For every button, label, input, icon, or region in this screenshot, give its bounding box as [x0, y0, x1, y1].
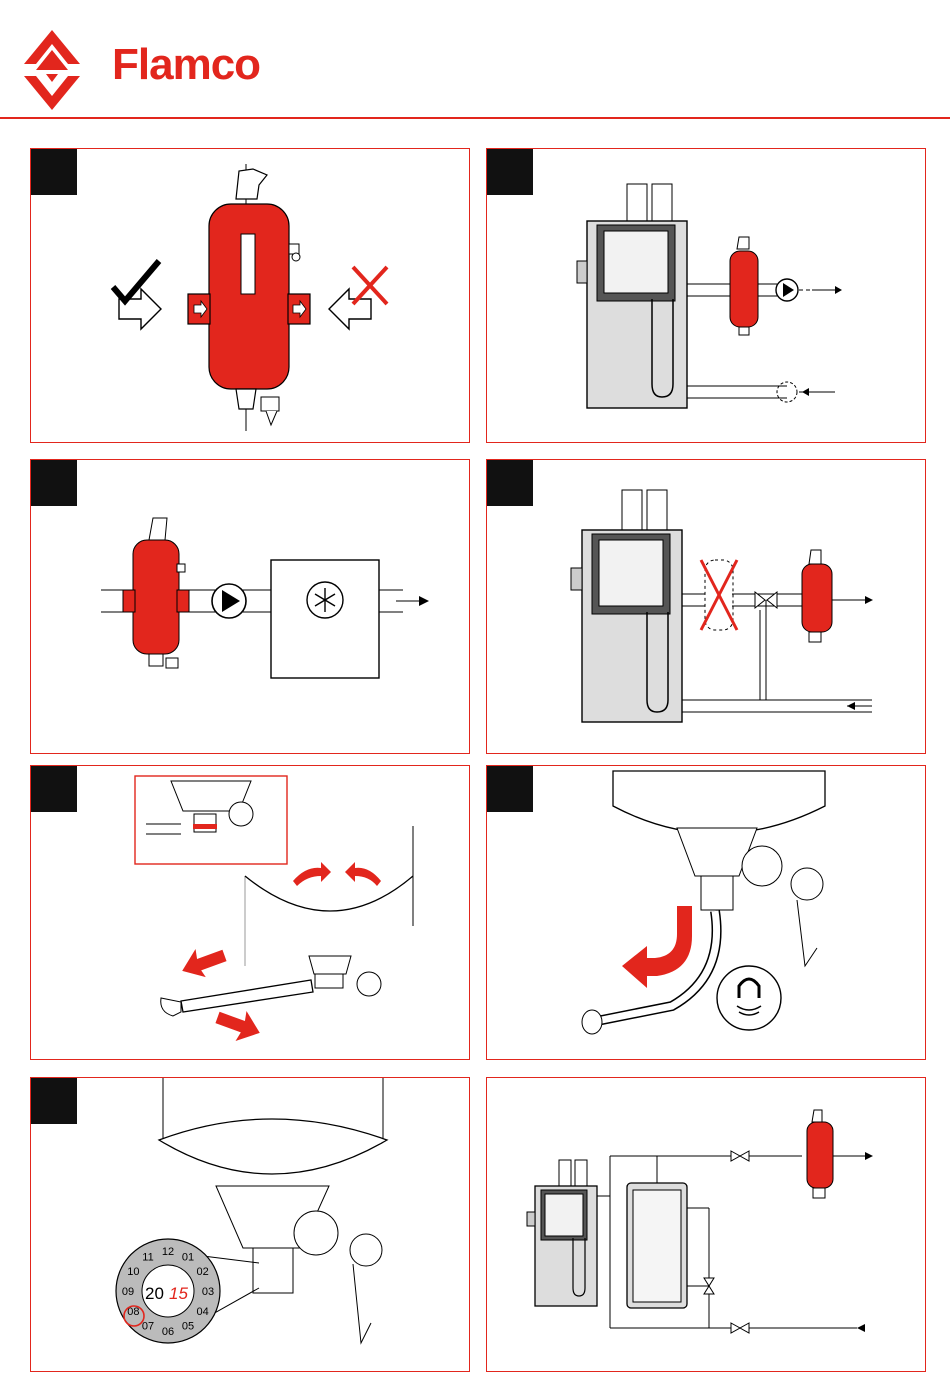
- panel-4: [486, 459, 926, 754]
- wrench-diagram: [31, 766, 470, 1060]
- year-prefix: 20: [145, 1284, 164, 1303]
- boiler-valve-diagram: [487, 460, 926, 754]
- tank-circuit-diagram: [487, 1078, 926, 1372]
- drain-hose-diagram: [487, 766, 926, 1060]
- header-divider: [0, 117, 950, 119]
- month-label: 01: [182, 1251, 194, 1263]
- header: Flamco: [0, 0, 950, 120]
- panel-5: [30, 765, 470, 1060]
- month-label: 11: [142, 1251, 153, 1263]
- flow-arrow-icon: [119, 289, 161, 329]
- month-label: 04: [196, 1306, 208, 1318]
- panel-1: [30, 148, 470, 443]
- month-label: 10: [127, 1266, 139, 1278]
- month-label: 05: [182, 1321, 194, 1333]
- check-icon: [113, 261, 159, 301]
- separator-diagram: [31, 149, 470, 443]
- month-label: 09: [122, 1286, 134, 1298]
- panel-8: [486, 1077, 926, 1372]
- month-label: 07: [142, 1321, 154, 1333]
- flamco-logo-icon: [22, 30, 82, 110]
- wrench-icon: [161, 980, 313, 1016]
- panel-6: [486, 765, 926, 1060]
- cross-icon: [701, 560, 737, 630]
- month-label: 12: [162, 1246, 174, 1258]
- panel-3: [30, 459, 470, 754]
- month-label: 03: [202, 1286, 214, 1298]
- brand-name: Flamco: [112, 40, 260, 90]
- month-label: 02: [196, 1266, 208, 1278]
- month-label: 06: [162, 1326, 174, 1338]
- year-suffix: 15: [169, 1284, 188, 1303]
- boiler-circuit-diagram: [487, 149, 926, 443]
- cooling-circuit-diagram: [31, 460, 470, 754]
- panel-2: [486, 148, 926, 443]
